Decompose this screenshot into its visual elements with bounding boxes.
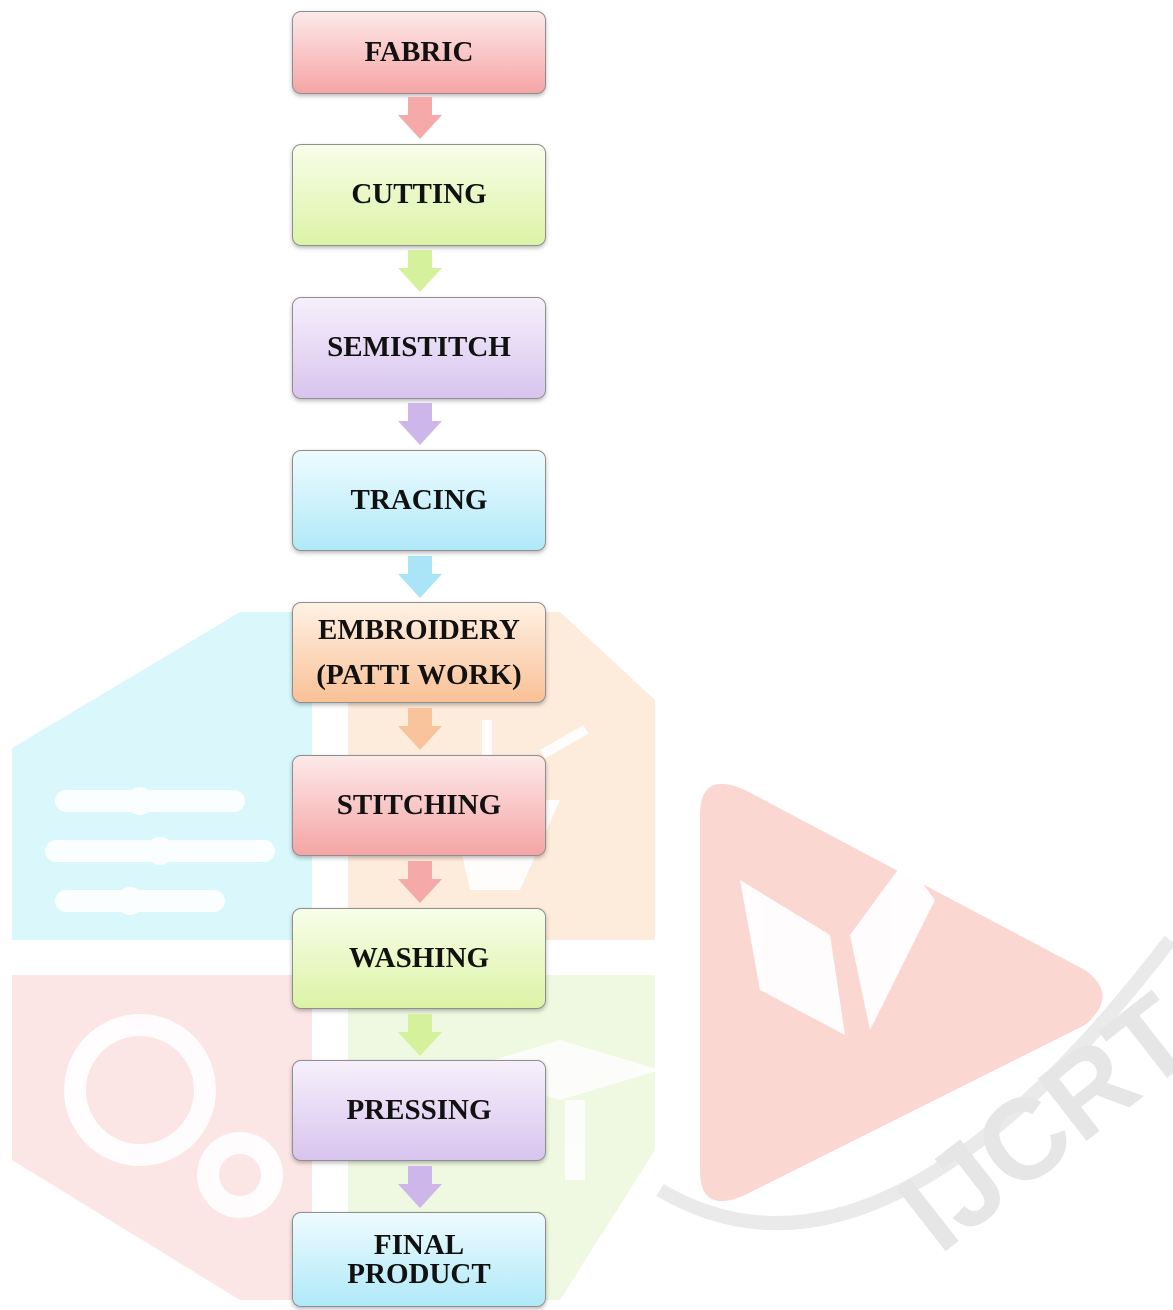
step-label: SEMISTITCH [327, 331, 511, 364]
step-semistitch: SEMISTITCH [292, 297, 546, 399]
step-label: PRESSING [346, 1093, 492, 1126]
step-label: FABRIC [364, 35, 474, 68]
arrow-down-icon [398, 1014, 442, 1058]
watermark-play-shape [700, 783, 1103, 1202]
arrow-down-icon [398, 250, 442, 294]
step-label: WASHING [348, 941, 490, 974]
watermark-cloud-icon [45, 787, 275, 915]
watermark-gear-icon [64, 1014, 283, 1218]
arrow-down-icon [398, 861, 442, 905]
arrow-down-icon [398, 1166, 442, 1210]
step-label: EMBROIDERY (PATTI WORK) [316, 613, 522, 691]
step-label: TRACING [350, 483, 488, 516]
step-tracing: TRACING [292, 450, 546, 551]
watermark-swoosh [656, 935, 1173, 1231]
step-cutting: CUTTING [292, 144, 546, 246]
arrow-down-icon [398, 97, 442, 141]
step-final-product: FINAL PRODUCT [292, 1212, 546, 1307]
step-label: FINAL PRODUCT [347, 1228, 491, 1290]
watermark-book-icon [740, 860, 935, 1035]
arrow-down-icon [398, 556, 442, 600]
step-embroidery: EMBROIDERY (PATTI WORK) [292, 602, 546, 703]
step-fabric: FABRIC [292, 11, 546, 94]
step-pressing: PRESSING [292, 1060, 546, 1161]
step-label: CUTTING [351, 178, 487, 211]
step-stitching: STITCHING [292, 755, 546, 856]
step-washing: WASHING [292, 908, 546, 1009]
arrow-down-icon [398, 708, 442, 752]
step-label: STITCHING [336, 788, 502, 821]
arrow-down-icon [398, 403, 442, 447]
